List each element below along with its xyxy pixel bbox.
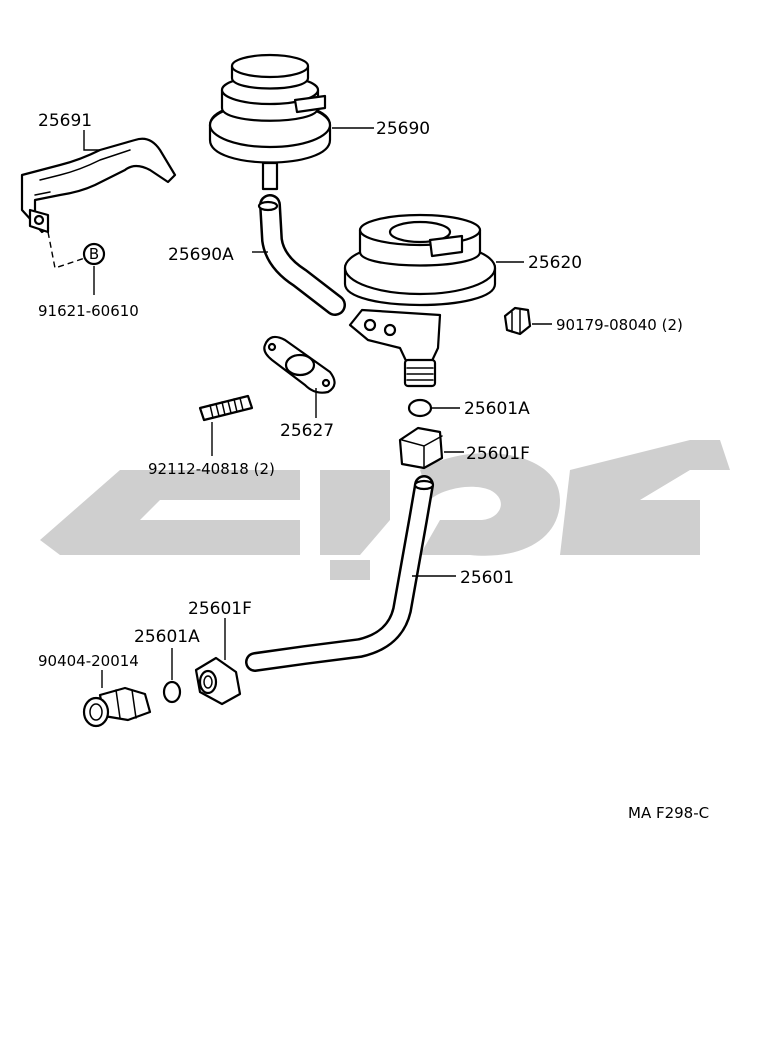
- label-25691: 25691: [38, 111, 92, 131]
- vacuum-modulator-25690[interactable]: [208, 53, 332, 191]
- label-91621-60610: 91621-60610: [38, 302, 139, 320]
- label-25601F-bottom: 25601F: [188, 599, 252, 619]
- gasket-25627[interactable]: [263, 335, 336, 394]
- label-25690A: 25690A: [168, 245, 234, 265]
- label-90404-20014: 90404-20014: [38, 652, 139, 670]
- label-25627: 25627: [280, 421, 334, 441]
- union-nut-25601F-bottom[interactable]: [194, 656, 242, 706]
- bolt-b-91621-60610[interactable]: B: [82, 242, 106, 266]
- label-25601A-top: 25601A: [464, 399, 530, 419]
- label-25601A-bottom: 25601A: [134, 627, 200, 647]
- union-nut-25601F-top[interactable]: [398, 426, 444, 470]
- bracket-25691[interactable]: [20, 137, 177, 234]
- label-25620: 25620: [528, 253, 582, 273]
- label-90179-08040: 90179-08040 (2): [556, 316, 683, 334]
- bolt-badge-text: B: [89, 245, 99, 263]
- label-25690: 25690: [376, 119, 430, 139]
- stud-bolt-92112-40818[interactable]: [198, 394, 254, 422]
- watermark-logo: [40, 440, 730, 580]
- diagram-code: MA F298-C: [628, 804, 709, 822]
- label-25601: 25601: [460, 568, 514, 588]
- bracket-bolt-dashed-link: [47, 231, 86, 269]
- egr-valve-25620[interactable]: [343, 213, 497, 388]
- leader-lines: [83, 127, 552, 688]
- ball-25601A-bottom[interactable]: [162, 680, 182, 704]
- union-fitting-90404-20014[interactable]: [82, 686, 152, 728]
- hose-25690A[interactable]: [257, 194, 346, 316]
- ball-25601A-top[interactable]: [407, 398, 433, 418]
- nut-90179-08040[interactable]: [503, 306, 532, 336]
- egr-pipe-25601[interactable]: [245, 475, 435, 672]
- label-92112-40818: 92112-40818 (2): [148, 460, 275, 478]
- label-25601F-top: 25601F: [466, 444, 530, 464]
